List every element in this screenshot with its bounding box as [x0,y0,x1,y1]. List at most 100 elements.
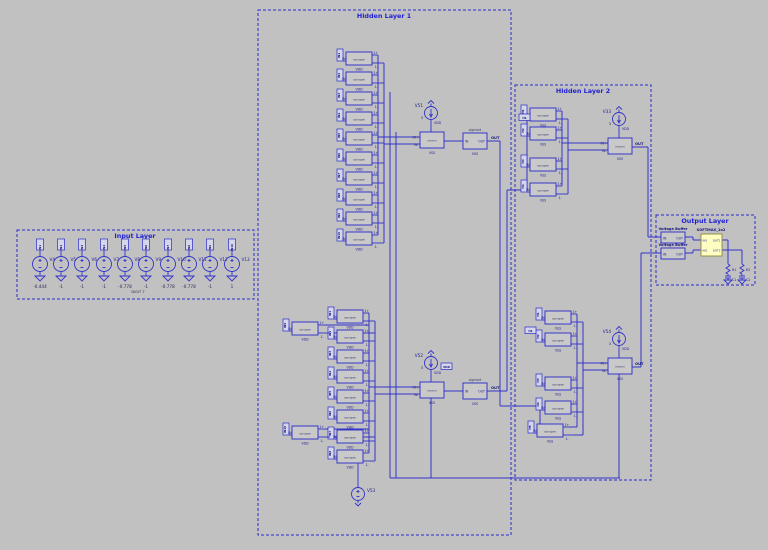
synapse-body[interactable] [336,329,364,344]
net-tag[interactable] [440,362,453,370]
synapse-block[interactable]: H3 IN synapse 1+ 1- VSS [520,154,568,178]
neuron-block[interactable]: V51 3 VDD neuron IN+ IN- VSS [413,99,445,156]
net-tag[interactable] [327,306,335,320]
net-tag[interactable] [327,446,335,460]
net-tag[interactable] [336,88,344,102]
voltage-source-icon[interactable] [96,256,112,272]
synapse-body[interactable] [336,369,364,384]
net-tag[interactable] [282,318,290,332]
synapse-body[interactable] [345,131,373,146]
buffer-body[interactable] [660,231,686,244]
voltage-source-icon[interactable] [181,256,197,272]
voltage-source-icon[interactable] [117,256,133,272]
voltage-source-icon[interactable] [138,256,154,272]
synapse-block[interactable]: IN6 IN synapse 1+ 1- VDD [336,148,384,172]
sigmoid-body[interactable] [462,132,488,150]
neuron-body[interactable] [607,137,633,155]
synapse-body[interactable] [336,389,364,404]
input-voltage-source[interactable]: IN5 V8 -0.778 [117,238,141,289]
synapse-body[interactable] [291,321,319,336]
voltage-source-icon[interactable] [224,256,240,272]
softmax-block[interactable]: SOFTMAX_2x2 IN1 IN2 OUT1 OUT2 [697,228,726,257]
net-tag[interactable] [535,329,543,343]
net-tag[interactable] [336,148,344,162]
voltage-source-icon[interactable] [53,256,69,272]
synapse-block[interactable]: H5 IN synapse 1+ 1- VSS [527,420,575,444]
synapse-body[interactable] [529,126,557,141]
synapse-block[interactable]: IN3 IN synapse 1+ 1- VDD [336,88,384,112]
net-tag[interactable] [336,168,344,182]
voltage-buffer-block[interactable]: Voltage Buffer IN OUT [658,227,688,244]
resistor-icon[interactable] [739,263,745,275]
synapse-block[interactable]: IN8 IN synapse 1+ 1- VDD [327,446,375,470]
synapse-block[interactable]: H3 IN synapse 1+ 1- VSS [535,373,583,397]
net-tag[interactable] [336,208,344,222]
input-voltage-source[interactable]: IN8 V11 -0.778 [181,238,208,289]
resistor-icon[interactable] [725,263,731,275]
synapse-body[interactable] [544,332,572,347]
sigmoid-block[interactable]: sigmoid IN OUT VSS [462,128,488,156]
net-tag[interactable] [336,108,344,122]
synapse-body[interactable] [529,182,557,197]
synapse-body[interactable] [336,449,364,464]
neuron-body[interactable] [419,131,445,149]
synapse-body[interactable] [336,309,364,324]
synapse-block[interactable]: IN7 IN synapse 1+ 1- VDD [336,168,384,192]
synapse-body[interactable] [345,211,373,226]
synapse-block[interactable]: IN2 IN synapse 1+ 1- VDD [336,68,384,92]
net-tag[interactable] [527,420,535,434]
synapse-block[interactable]: IN10 IN synapse 1+ 1- VDD [336,228,384,252]
input-voltage-source[interactable]: IN1 V4 -0.444 [32,238,56,289]
synapse-body[interactable] [544,400,572,415]
synapse-block[interactable]: IN5 IN synapse 1+ 1- VDD [327,386,375,410]
net-tag[interactable] [336,228,344,242]
synapse-body[interactable] [336,409,364,424]
synapse-body[interactable] [345,71,373,86]
synapse-block[interactable]: IN8 IN synapse 1+ 1- VDD [336,188,384,212]
input-voltage-source[interactable]: IN9 V12 -1 [202,238,229,289]
sigmoid-block[interactable]: sigmoid IN OUT VSS [462,378,488,406]
net-tag[interactable] [520,123,528,137]
net-tag[interactable] [336,188,344,202]
net-tag[interactable] [282,422,290,436]
out-net-tag[interactable]: OUT [491,136,500,140]
net-tag[interactable] [327,426,335,440]
input-voltage-source[interactable]: IN6 V9 -1 [138,238,162,289]
input-voltage-source[interactable]: IN7 V10 -0.778 [160,238,187,289]
net-tag[interactable] [327,366,335,380]
synapse-body[interactable] [345,111,373,126]
synapse-body[interactable] [345,191,373,206]
synapse-block[interactable]: IN10 IN synapse 1+ 1- VDD [282,422,330,446]
net-tag[interactable] [535,373,543,387]
synapse-body[interactable] [345,171,373,186]
synapse-body[interactable] [345,151,373,166]
voltage-source-icon[interactable] [160,256,176,272]
synapse-block[interactable]: IN9 IN synapse 1+ 1- VDD [336,208,384,232]
neuron-body[interactable] [607,357,633,375]
synapse-block[interactable]: IN6 IN synapse 1+ 1- VDD [327,406,375,430]
side-net-tag[interactable]: H1 [524,326,537,334]
synapse-block[interactable]: IN1 IN synapse 1+ 1- VDD [336,48,384,72]
synapse-body[interactable] [336,429,364,444]
synapse-block[interactable]: H2 IN synapse 1+ 1- VSS [520,123,568,147]
synapse-body[interactable] [336,349,364,364]
net-tag[interactable] [524,326,537,334]
out-net-tag[interactable]: OUT [491,386,500,390]
synapse-body[interactable] [544,376,572,391]
input-voltage-source[interactable]: IN3 V6 -1 [74,238,98,289]
output-load[interactable]: R1 C1 [722,262,736,285]
input-voltage-source[interactable]: IN10 V13 1 [224,238,251,289]
voltage-source-icon[interactable] [74,256,90,272]
synapse-body[interactable] [291,425,319,440]
net-tag[interactable] [327,406,335,420]
net-tag[interactable] [535,307,543,321]
net-tag[interactable] [518,113,531,121]
synapse-body[interactable] [345,91,373,106]
voltage-buffer-block[interactable]: Voltage Buffer IN OUT [658,243,688,260]
buffer-body[interactable] [660,247,686,260]
net-tag[interactable] [327,346,335,360]
neuron-block[interactable]: V33 3 VDD neuron IN+ IN- OUT VSS [601,105,644,162]
neuron-block[interactable]: V52 3 VDD neuron IN+ IN- VSS [413,349,445,406]
synapse-block[interactable]: H1 IN synapse 1+ 1- VSS [535,307,583,331]
